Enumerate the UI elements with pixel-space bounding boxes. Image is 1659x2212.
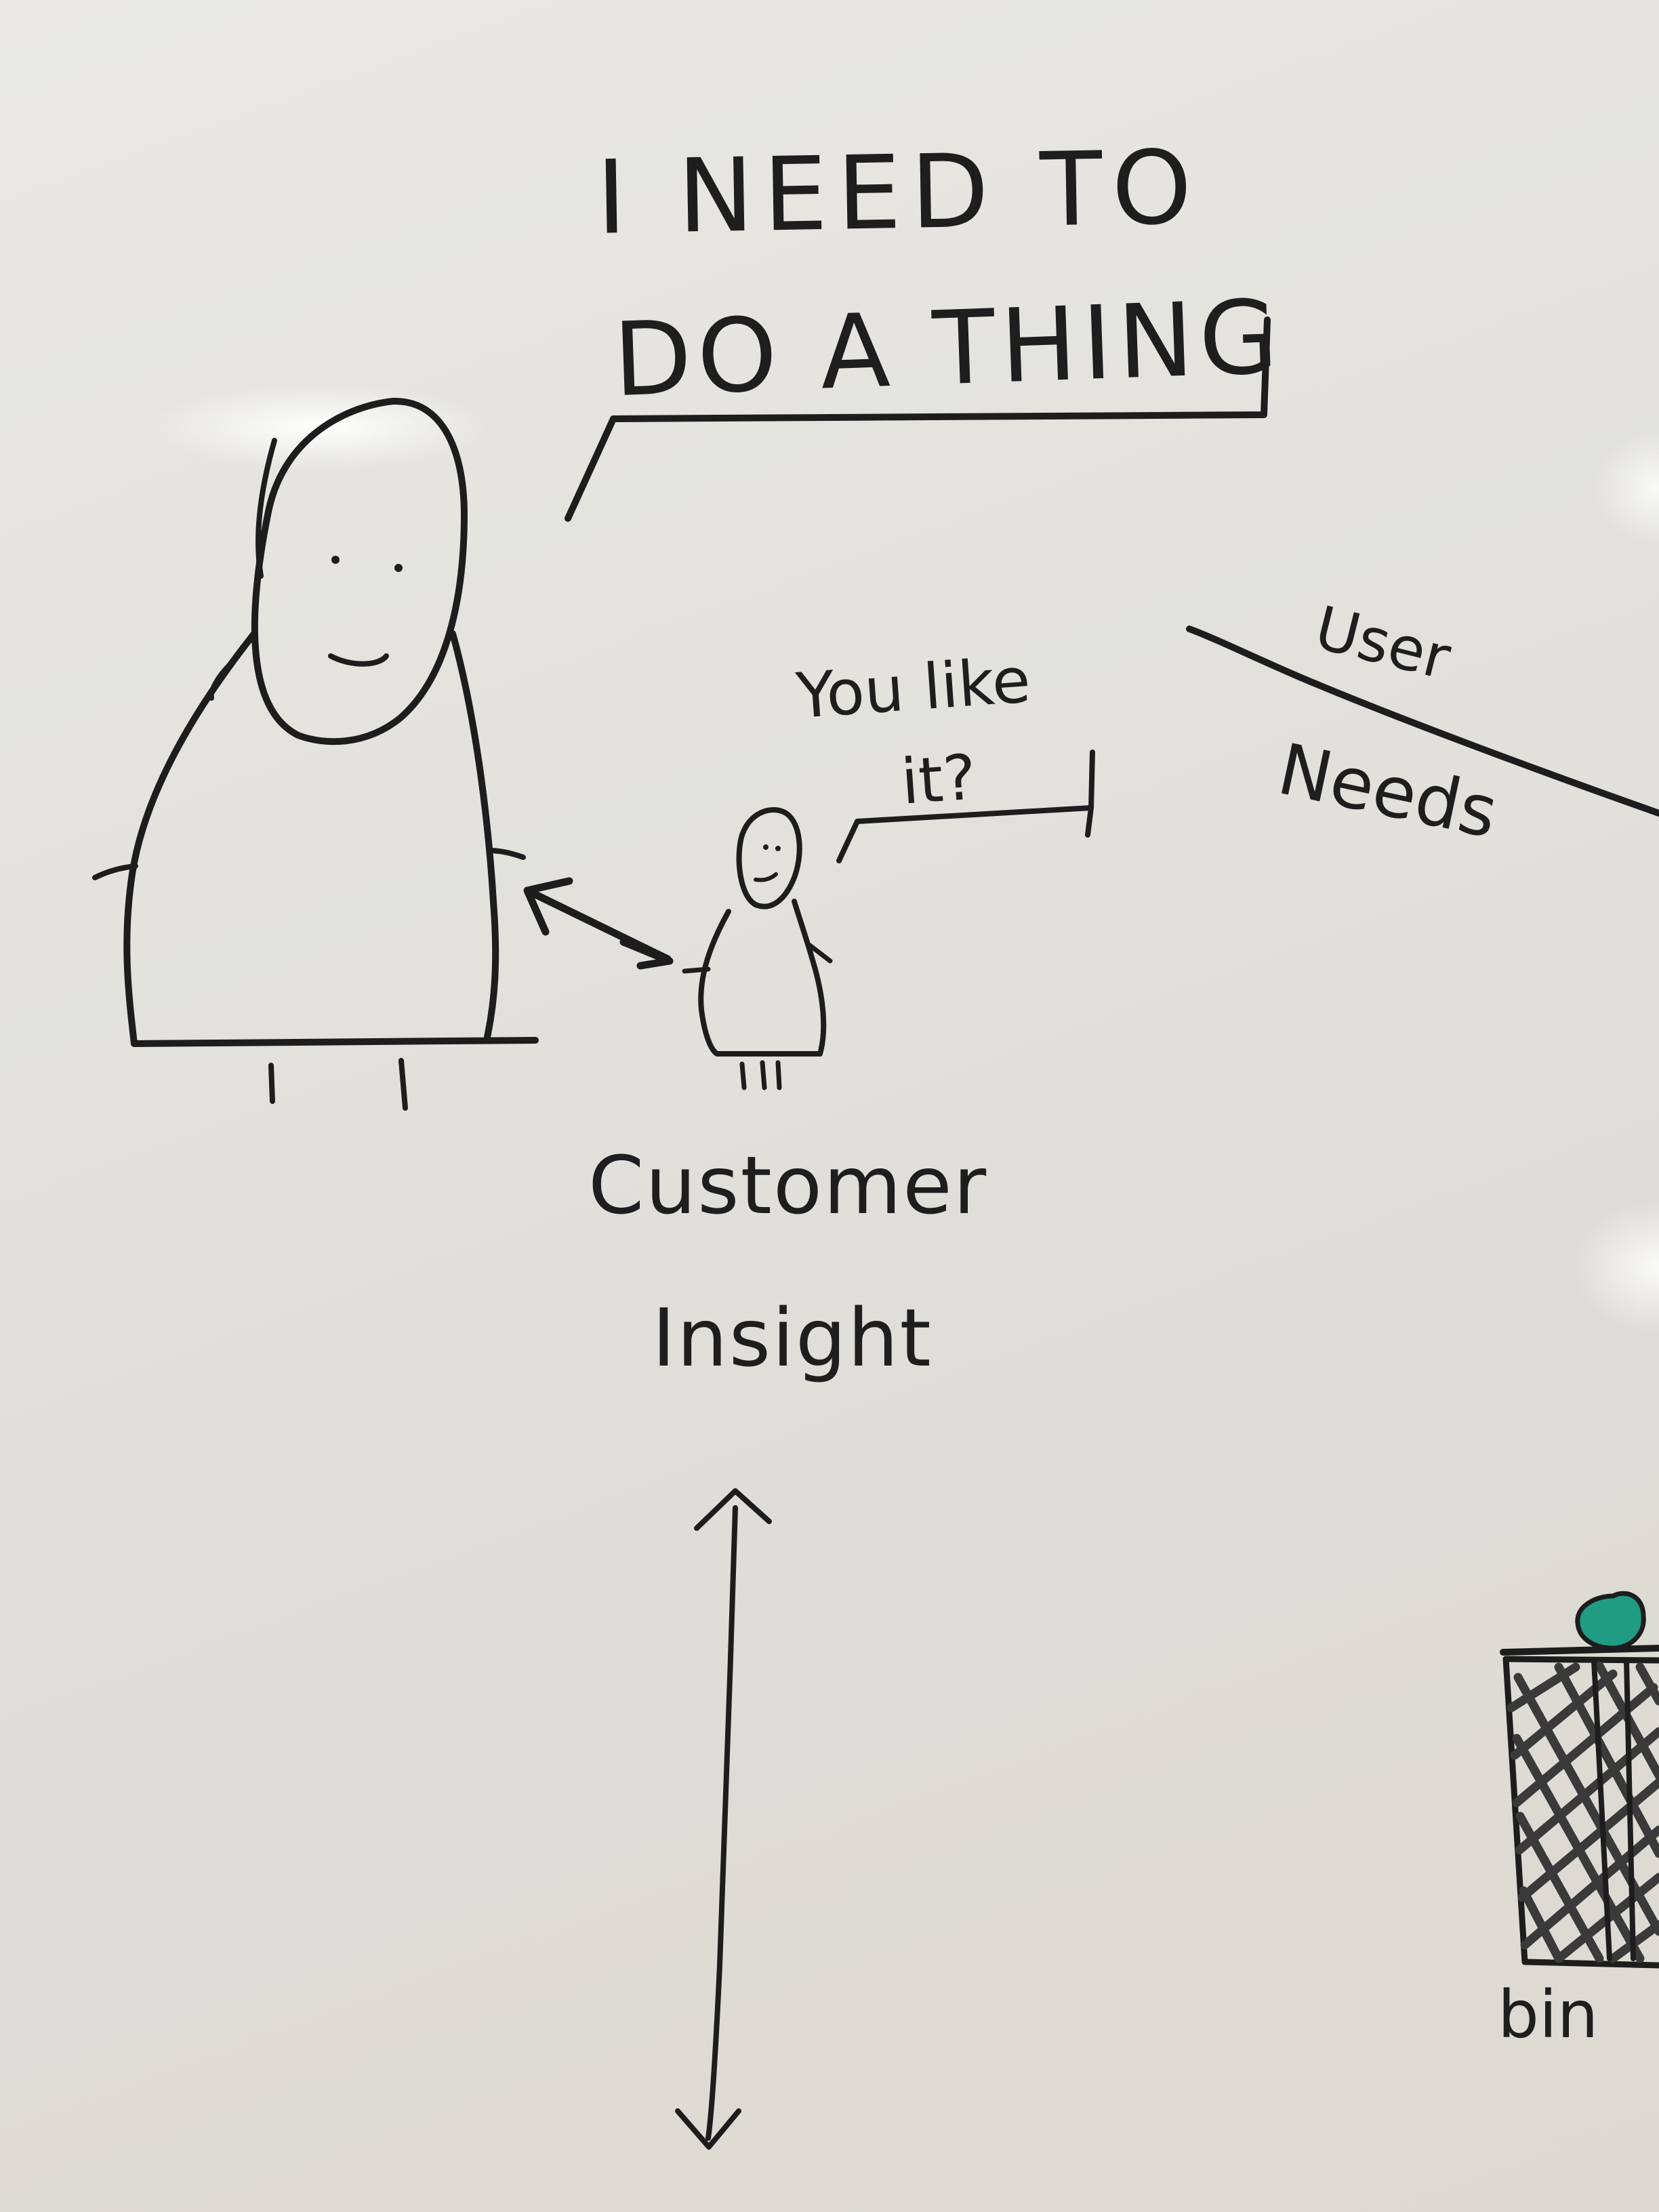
speech-bubble-small-line-1: You like [794, 644, 1033, 733]
small-figure-legs [739, 1060, 782, 1090]
large-figure-mouth [328, 653, 389, 667]
speech-bubble-large-line-1: I NEED TO [595, 129, 1203, 258]
large-figure-arm-left [92, 863, 138, 880]
speech-bubble-small-line-2: it? [899, 741, 979, 819]
speech-bubble-large-outline [565, 316, 1271, 522]
speech-bubble-large-line-2: DO A THING [611, 278, 1286, 420]
large-figure-head [251, 397, 468, 745]
small-figure-arm-right [807, 943, 833, 964]
large-figure-arm-right [487, 848, 526, 860]
user-needs-divider-line [1186, 626, 1659, 817]
large-figure-leg-right [398, 1058, 408, 1111]
large-figure-body [123, 630, 539, 1047]
bin-icon [1500, 1591, 1659, 1969]
small-figure-arm-left [682, 966, 711, 974]
double-arrow-between-figures [523, 877, 674, 970]
small-figure-head [736, 807, 802, 909]
bin-label: bin [1498, 1977, 1599, 2053]
large-figure-eye-right [394, 564, 403, 572]
large-figure-head-stroke [255, 438, 277, 579]
customer-insight-line-1: Customer [588, 1139, 988, 1232]
large-figure [92, 397, 539, 1111]
large-figure-eye-left [331, 556, 340, 564]
customer-insight-line-2: Insight [652, 1291, 933, 1385]
vertical-double-arrow [675, 1488, 772, 2150]
small-figure [682, 807, 833, 1090]
large-figure-body-inner [208, 661, 233, 701]
small-figure-mouth [754, 872, 778, 882]
speech-bubble-small-outline [836, 750, 1095, 863]
ball-icon [1575, 1591, 1646, 1651]
small-figure-eye-left [763, 844, 769, 850]
small-figure-body [698, 899, 827, 1057]
small-figure-eye-right [775, 846, 781, 851]
large-figure-leg-left [268, 1063, 275, 1104]
